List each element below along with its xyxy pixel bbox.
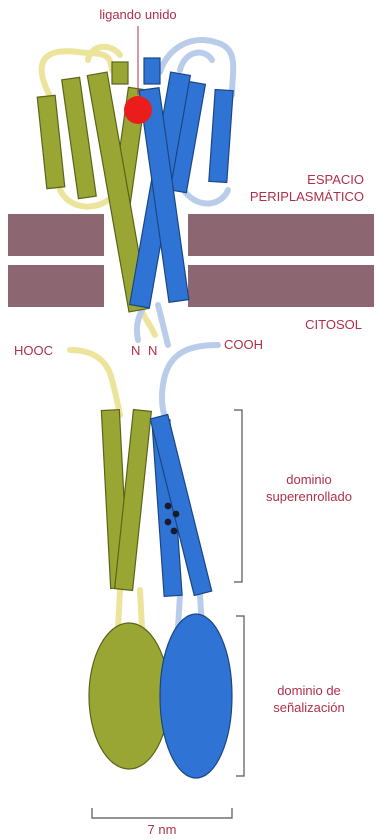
hooc-terminus-label: HOOC — [14, 343, 53, 359]
subunit-b-tm-linker — [158, 305, 168, 345]
membrane-outer-leaflet-right — [188, 214, 374, 256]
signaling-domain-label-line-2: señalización — [250, 700, 368, 716]
subunit-a — [37, 62, 169, 769]
periplasmic-space-label-line-2: PERIPLASMÁTICO — [212, 189, 364, 205]
coiled-coil-domain-label-line-2: superenrollado — [250, 489, 368, 505]
membrane-inner-leaflet-right — [188, 265, 374, 307]
cooh-terminus-label: COOH — [224, 337, 263, 353]
subunit-a-small-helix — [112, 62, 128, 84]
signaling-domain-bracket — [236, 616, 244, 776]
periplasmic-space-label-line-1: ESPACIO — [232, 172, 364, 188]
membrane-inner-leaflet-left — [8, 265, 104, 307]
methylation-site — [171, 528, 178, 535]
n-terminus-label-right: N — [148, 343, 157, 359]
subunit-a-helix — [37, 95, 65, 188]
membrane-outer-leaflet-left — [8, 214, 104, 256]
membrane — [8, 214, 374, 307]
bound-ligand-label: ligando unido — [82, 7, 194, 23]
subunit-b-signaling-domain — [160, 614, 232, 778]
subunit-a-lower-linker-1 — [118, 590, 120, 628]
methylation-site — [173, 511, 180, 518]
signaling-domain-label-line-1: dominio de — [250, 683, 368, 699]
n-terminus-label-left: N — [131, 343, 140, 359]
scale-bar — [92, 808, 232, 818]
subunit-b-loop-2 — [180, 53, 212, 70]
subunit-b-helix — [209, 89, 233, 182]
subunit-b-cytoplasmic-linker — [162, 345, 218, 420]
methylation-site — [165, 519, 172, 526]
cytosol-label: CITOSOL — [262, 317, 362, 333]
scale-label: 7 nm — [112, 822, 212, 838]
methylation-site — [165, 503, 172, 510]
subunit-a-cytoplasmic-linker — [70, 350, 120, 415]
coiled-coil-bracket — [234, 410, 242, 582]
subunit-a-signaling-domain — [89, 623, 169, 769]
coiled-coil-domain-label-line-1: dominio — [250, 472, 368, 488]
bound-ligand — [124, 96, 152, 124]
subunit-b-small-helix — [144, 58, 160, 84]
subunit-a-lower-linker-2 — [140, 590, 142, 628]
